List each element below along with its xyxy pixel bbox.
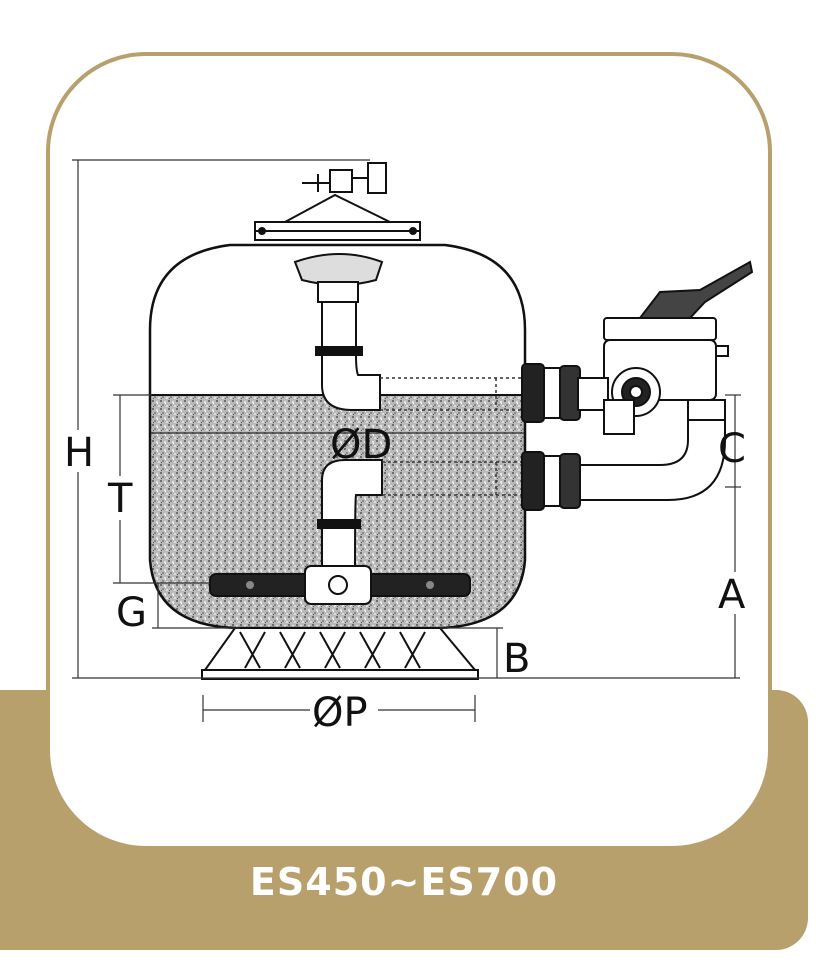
dim-label-p: ØP: [312, 690, 368, 736]
internal-pipe-upper: [380, 377, 525, 411]
dim-label-b: B: [503, 636, 530, 682]
top-lid: [254, 193, 421, 241]
inlet-diffuser: [293, 253, 384, 411]
pressure-gauge-icon: [302, 162, 387, 194]
dim-label-a: A: [718, 572, 746, 618]
dim-label-g: G: [116, 590, 147, 636]
tank-body: [148, 243, 527, 630]
return-pipe: [579, 399, 726, 501]
dim-label-d: ØD: [330, 422, 392, 468]
dimension-label-group: H T G ØD C A B ØP: [64, 422, 750, 736]
multiport-valve-icon: [577, 260, 754, 435]
union-fittings: [521, 363, 581, 511]
dim-label-t: T: [107, 476, 133, 522]
tank-base: [201, 627, 479, 680]
model-label: ES450~ES700: [249, 860, 559, 904]
laterals: [209, 565, 471, 605]
dim-label-h: H: [64, 430, 94, 476]
dim-label-c: C: [718, 426, 746, 472]
